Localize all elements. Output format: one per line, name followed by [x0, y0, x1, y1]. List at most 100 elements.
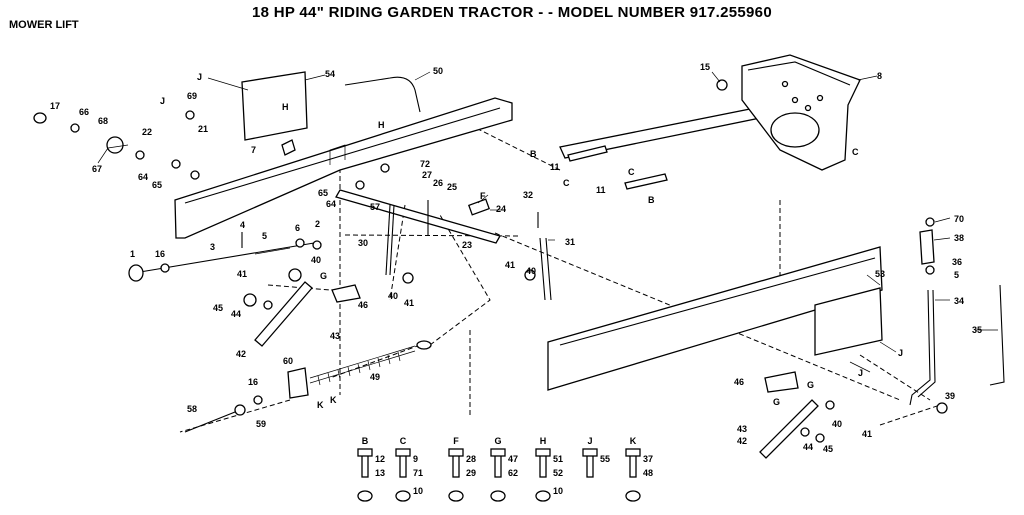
part-label: G: [320, 271, 327, 281]
legend-part-number: 47: [508, 454, 518, 464]
legend-part-number: 10: [553, 486, 563, 496]
part-label: 53: [875, 269, 885, 279]
washer: [355, 180, 365, 190]
washer: [312, 240, 322, 250]
part-label: 46: [358, 300, 368, 310]
legend-part-number: 71: [413, 468, 423, 478]
part-label: 40: [311, 255, 321, 265]
legend-nut: [490, 490, 506, 502]
part-label: 46: [734, 377, 744, 387]
spring-hook: [416, 340, 432, 350]
part-label: 57: [370, 202, 380, 212]
part-label: 54: [325, 69, 335, 79]
leader-line: [97, 144, 129, 164]
legend-letter: G: [494, 436, 501, 446]
washer: [295, 238, 305, 248]
lift-handle-assembly: [909, 229, 1005, 406]
legend-letter: F: [453, 436, 459, 446]
dash-line: [459, 119, 561, 171]
dash-line: [429, 214, 491, 346]
housing-hole-small: [804, 104, 812, 112]
legend-part-number: 55: [600, 454, 610, 464]
bolt-58: [184, 409, 241, 433]
part-label: 50: [433, 66, 443, 76]
spring-body: [309, 350, 416, 384]
adjustment-knob: [128, 264, 144, 282]
washer: [936, 402, 948, 414]
part-label: 21: [198, 124, 208, 134]
part-label: 72: [420, 159, 430, 169]
rod: [139, 241, 321, 273]
legend-part-number: 48: [643, 468, 653, 478]
legend-bolt-head: [535, 448, 551, 457]
legend-bolt: [361, 454, 369, 478]
leader-line: [934, 217, 951, 223]
lift-arms: [254, 281, 819, 459]
part-label: 43: [330, 331, 340, 341]
legend-part-number: 37: [643, 454, 653, 464]
part-label: 6: [295, 223, 300, 233]
bushing-7: [281, 139, 296, 156]
frame-rail: [547, 246, 883, 391]
part-label: 66: [79, 107, 89, 117]
washer: [925, 265, 935, 275]
washer: [135, 150, 145, 160]
part-label: 24: [496, 204, 506, 214]
housing-hole: [770, 112, 820, 148]
washer: [380, 163, 390, 173]
page-title: 18 HP 44" RIDING GARDEN TRACTOR - - MODE…: [252, 4, 772, 21]
part-label: J: [858, 368, 863, 378]
washer: [253, 395, 263, 405]
lift-link-31: [539, 237, 546, 301]
legend-bolt: [629, 454, 637, 478]
washer: [815, 433, 825, 443]
part-label: 5: [954, 270, 959, 280]
legend-bolt: [399, 454, 407, 478]
legend-nut: [625, 490, 641, 502]
legend-bolt-head: [582, 448, 598, 457]
part-label: 11: [550, 162, 560, 172]
washer: [263, 300, 273, 310]
leader-line: [414, 71, 431, 81]
part-label: 1: [130, 249, 135, 259]
part-label: 49: [370, 372, 380, 382]
leader-line: [711, 71, 721, 83]
washer: [234, 404, 246, 416]
hardware-parts: [33, 79, 948, 443]
part-label: 60: [283, 356, 293, 366]
part-label: 30: [358, 238, 368, 248]
part-label: K: [330, 395, 337, 405]
part-label: 15: [700, 62, 710, 72]
lift-link-31: [545, 237, 552, 301]
part-label: H: [282, 102, 289, 112]
leader-line: [849, 361, 871, 373]
leader-line: [304, 74, 326, 81]
side-plates: [241, 71, 883, 356]
section-title: MOWER LIFT: [9, 19, 79, 31]
legend-bolt: [539, 454, 547, 478]
spring-bracket: [287, 367, 309, 399]
housing-hole-small: [791, 96, 799, 104]
part-label: 5: [262, 231, 267, 241]
part-label: F: [480, 191, 486, 201]
cap: [33, 112, 47, 124]
part-label: 69: [187, 91, 197, 101]
lift-arm-right: [759, 399, 819, 459]
part-label: 58: [187, 404, 197, 414]
washer: [190, 170, 200, 180]
part-label: 23: [462, 240, 472, 250]
part-label: H: [378, 120, 385, 130]
part-label: 42: [236, 349, 246, 359]
part-label: 17: [50, 101, 60, 111]
legend-letter: C: [400, 436, 407, 446]
part-label: 26: [433, 178, 443, 188]
part-label: C: [628, 167, 635, 177]
part-label: 31: [565, 237, 575, 247]
spring-body: [309, 345, 416, 379]
legend-part-number: 13: [375, 468, 385, 478]
bracket-46: [331, 284, 361, 303]
leader-lines: [97, 71, 998, 373]
washer: [70, 123, 80, 133]
